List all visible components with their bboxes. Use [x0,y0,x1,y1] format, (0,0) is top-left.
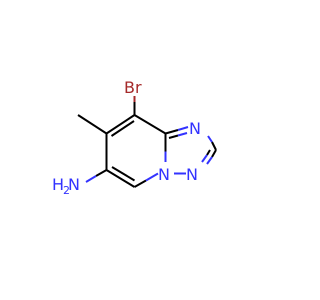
amine-h-subscript: 2 [63,184,70,197]
structure-canvas: Br N N N N H 2 [52,78,217,197]
amine-h-label: H [52,175,64,194]
bond-c2-n3-inner-upper [206,149,211,156]
bond-c6-amine-right [85,175,97,183]
amine-n-label: N [68,175,80,194]
bond-c2-n3-upper [211,149,217,158]
bond-c6-c5 [105,169,136,188]
bond-c8a-n1-right [177,126,189,131]
bond-c8-c7 [105,114,136,135]
bond-n1-c2-lower [211,141,217,151]
bond-c2-n3-lower [206,156,213,165]
molecule-diagram: Br N N N N H 2 [52,78,217,197]
nitrogen-n3-label: N [186,165,198,184]
bond-c8-c8a [133,114,167,135]
nitrogen-n1-label: N [189,119,201,138]
bond-c8a-n1-inner-left [168,134,179,139]
bond-c5-n4-right [145,172,159,182]
bond-c7-methyl [77,114,108,135]
bond-c6-amine-left [95,169,107,177]
bromine-label: Br [124,78,142,97]
bond-c8-c7-inner [110,120,135,137]
bond-c6-c5-inner [111,166,136,182]
nitrogen-bridge-label: N [158,165,170,184]
bond-c8a-n1-inner-right [177,132,188,137]
bond-n1-c2-upper [207,135,213,143]
bond-c8a-n1-left [165,129,179,135]
bond-c2-n3-inner-lower [201,154,208,163]
bond-c5-n4-left [134,179,147,188]
